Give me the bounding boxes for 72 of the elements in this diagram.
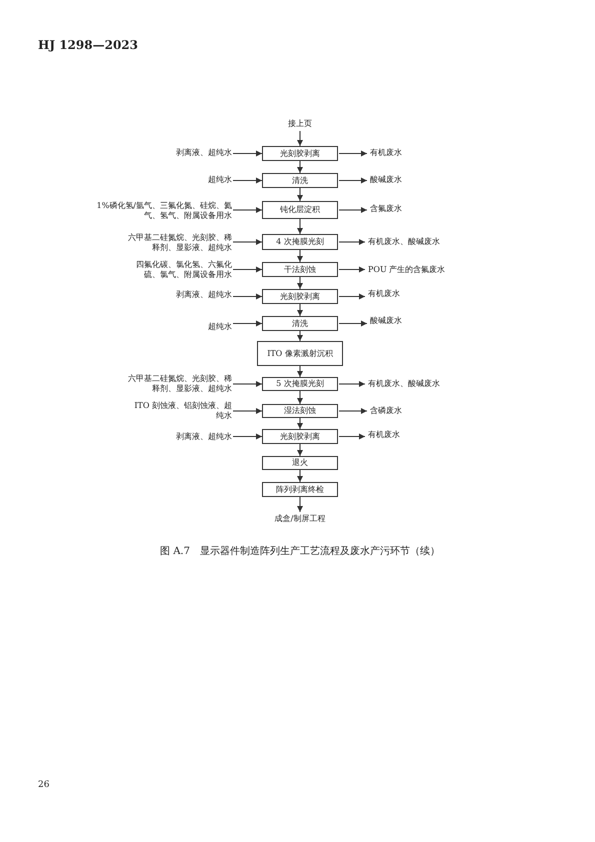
arrow [232, 381, 262, 387]
arrow [232, 294, 262, 300]
arrow [338, 408, 368, 414]
input-text: 剥离液、超纯水 [120, 430, 232, 444]
arrow [338, 320, 368, 326]
input-text: ITO 刻蚀液、铝刻蚀液、超纯水 [130, 400, 232, 422]
input-text: 剥离液、超纯水 [120, 288, 232, 302]
input-text: 六甲基二硅氮烷、光刻胶、稀释剂、显影液、超纯水 [122, 373, 232, 395]
arrow [232, 207, 262, 213]
arrow [297, 366, 303, 378]
arrow [338, 178, 368, 184]
arrow [232, 320, 262, 326]
output-text: 有机废水、酸碱废水 [368, 235, 468, 249]
arrow [338, 207, 368, 213]
input-text: 剥离液、超纯水 [120, 146, 232, 160]
input-text: 四氟化碳、氯化氢、六氟化硫、氯气、附属设备用水 [122, 259, 232, 281]
figure-caption: 图 A.7 显示器件制造阵列生产工艺流程及废水产污环节（续） [159, 544, 441, 558]
process-box: 干法刻蚀 [262, 262, 338, 277]
arrow [232, 150, 262, 156]
arrow [232, 434, 262, 440]
arrow [297, 496, 303, 512]
process-box: 光刻胶剥离 [262, 146, 338, 161]
arrow [297, 470, 303, 482]
arrow [232, 408, 262, 414]
arrow [232, 266, 262, 272]
arrow [338, 239, 366, 245]
arrow [297, 160, 303, 174]
output-text: 酸碱废水 [370, 173, 450, 187]
arrow [297, 330, 303, 342]
arrow [297, 188, 303, 202]
output-text: 含磷废水 [370, 404, 450, 418]
arrow [297, 276, 303, 290]
process-box: 光刻胶剥离 [262, 429, 338, 444]
flow-text: 成盒/制屏工程 [250, 512, 350, 526]
process-box: 清洗 [262, 316, 338, 331]
arrow [297, 250, 303, 262]
process-box: 钝化层淀积 [262, 201, 338, 219]
input-text: 超纯水 [120, 320, 232, 334]
arrow [338, 434, 366, 440]
arrow [297, 390, 303, 404]
arrow [338, 266, 366, 272]
arrow [297, 130, 303, 146]
input-text: 1%磷化氢/氩气、三氟化氮、硅烷、氦气、氢气、附属设备用水 [96, 200, 232, 222]
input-text: 超纯水 [120, 173, 232, 187]
output-text: 有机废水、酸碱废水 [368, 377, 468, 391]
arrow [338, 294, 366, 300]
arrow [338, 150, 368, 156]
output-text: 有机废水 [368, 287, 448, 301]
arrow [297, 218, 303, 234]
process-box: 清洗 [262, 173, 338, 188]
input-text: 六甲基二硅氮烷、光刻胶、稀释剂、显影液、超纯水 [122, 232, 232, 254]
arrow [338, 381, 366, 387]
page-number: 26 [38, 780, 50, 790]
process-box: 4 次掩膜光刻 [262, 234, 338, 250]
process-box: 湿法刻蚀 [262, 404, 338, 418]
process-box: 5 次掩膜光刻 [262, 377, 338, 391]
document-code: HJ 1298—2023 [38, 38, 139, 52]
process-box: 退火 [262, 456, 338, 470]
output-text: 酸碱废水 [370, 314, 450, 328]
arrow [297, 418, 303, 430]
arrow [297, 304, 303, 316]
arrow [297, 444, 303, 456]
output-text: 含氟废水 [370, 202, 450, 216]
output-text: 有机废水 [370, 146, 450, 160]
arrow [232, 239, 262, 245]
output-text: 有机废水 [368, 428, 448, 442]
process-box: ITO 像素溅射沉积 [257, 341, 343, 366]
process-box: 阵列剥离终检 [262, 482, 338, 497]
process-box: 光刻胶剥离 [262, 289, 338, 304]
output-text: POU 产生的含氟废水 [368, 263, 468, 277]
arrow [232, 178, 262, 184]
flow-text: 接上页 [270, 117, 330, 131]
